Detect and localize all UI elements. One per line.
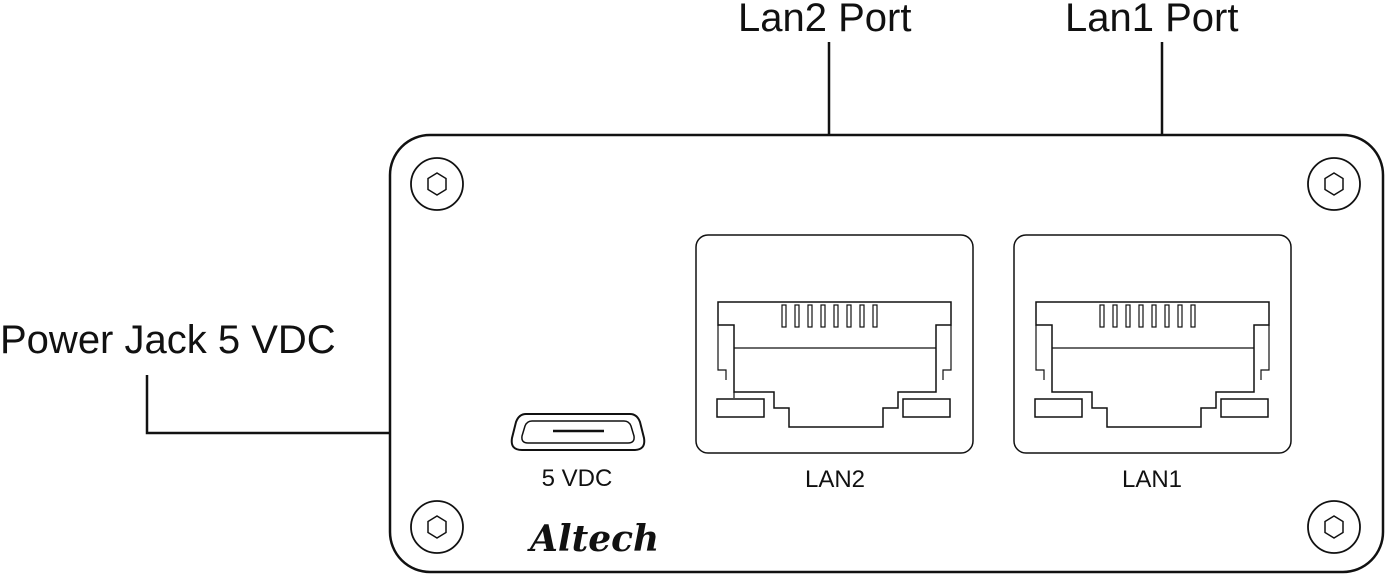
lan2-port[interactable] <box>695 234 974 454</box>
lan2-led-right <box>902 398 951 418</box>
lan1-port-label: LAN1 <box>1122 466 1182 493</box>
callout-power-jack: Power Jack 5 VDC <box>0 318 336 362</box>
screw-icon-top-right <box>1307 157 1361 211</box>
lan1-port[interactable] <box>1013 234 1292 454</box>
callout-lan2-port: Lan2 Port <box>738 0 911 40</box>
screw-icon-bottom-right <box>1307 500 1361 554</box>
lan1-led-left <box>1034 398 1083 418</box>
screw-icon-top-left <box>410 157 464 211</box>
lan2-led-left <box>716 398 765 418</box>
brand-logo: Altech <box>527 518 659 560</box>
callout-lan1-port: Lan1 Port <box>1065 0 1238 40</box>
lan1-led-right <box>1220 398 1269 418</box>
screw-icon-bottom-left <box>410 500 464 554</box>
power-jack-5vdc[interactable] <box>510 413 646 451</box>
power-jack-label: 5 VDC <box>542 465 613 492</box>
lan2-port-label: LAN2 <box>805 466 865 493</box>
